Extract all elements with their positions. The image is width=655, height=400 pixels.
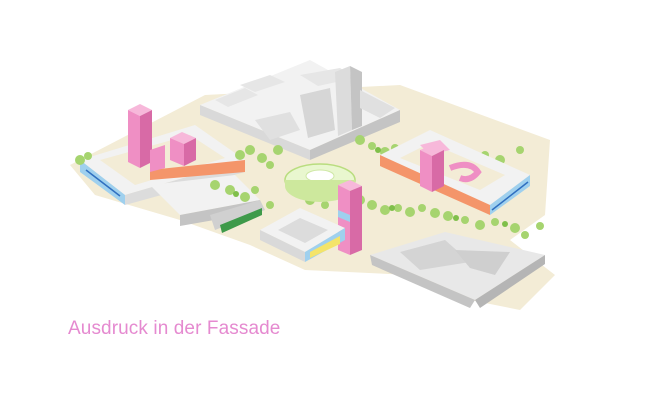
southern-courtyard-block [260,208,345,262]
pink-tower-right [170,132,196,166]
pink-facade-strip [150,145,165,172]
caption-title: Ausdruck in der Fassade [68,318,281,339]
pink-tower-left [128,104,152,168]
tree-canopy-dark [233,147,508,227]
central-ring-pavilion [284,163,356,202]
northern-building-block [200,60,400,160]
south-east-hall [370,232,545,308]
south-west-building [150,175,265,233]
east-pink-tower [420,145,444,192]
central-pink-tower [338,180,362,255]
